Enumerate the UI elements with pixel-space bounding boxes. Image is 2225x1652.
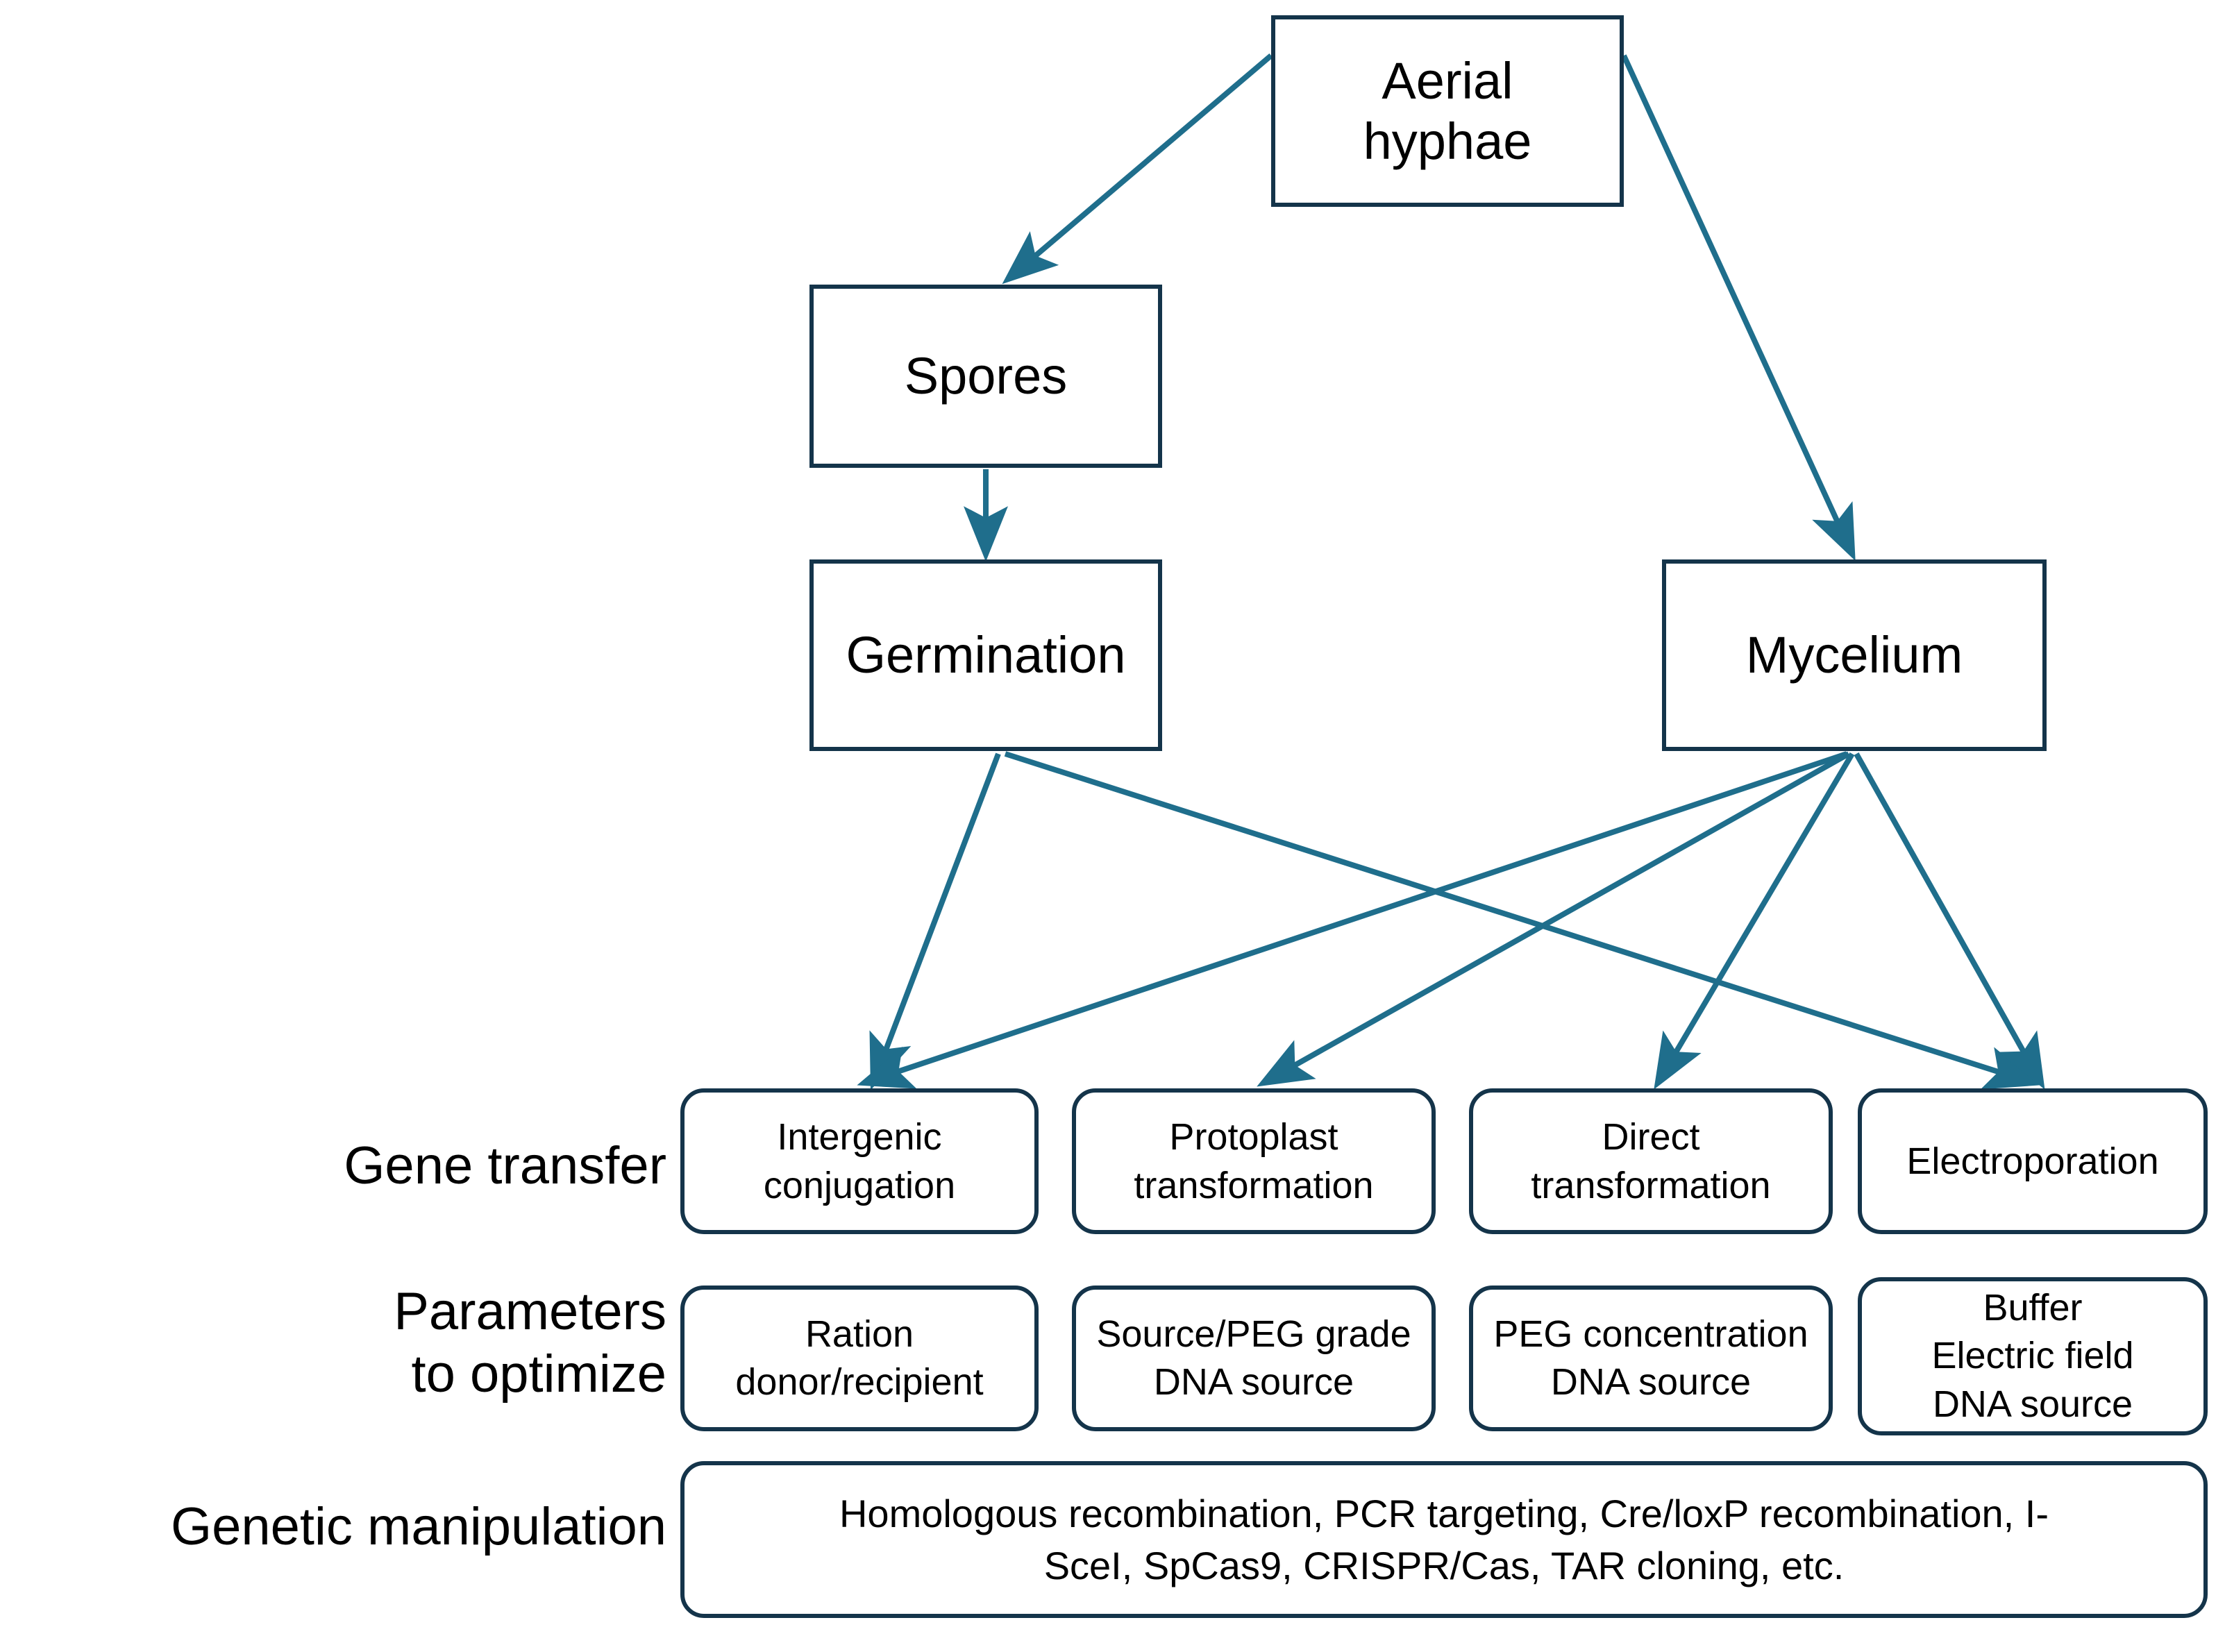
edge-mycelium-to-electroporation — [1854, 752, 2045, 1090]
edge-germination-to-conjugation — [869, 752, 1001, 1090]
edge-mycelium-to-protoplast — [1257, 751, 1850, 1087]
edge-mycelium-to-conjugation — [857, 751, 1848, 1089]
row-label-gene-transfer: Gene transfer — [344, 1136, 666, 1195]
node-intergenic-conjugation[interactable]: Intergenic conjugation — [680, 1088, 1039, 1234]
node-germination[interactable]: Germination — [809, 559, 1162, 751]
node-params-conjugation[interactable]: Ration donor/recipient — [680, 1286, 1039, 1431]
node-protoplast-transformation[interactable]: Protoplast transformation — [1072, 1088, 1436, 1234]
node-mycelium[interactable]: Mycelium — [1662, 559, 2047, 751]
edge-germination-to-electroporation — [1004, 751, 2040, 1090]
edge-aerial-to-spores — [1002, 53, 1273, 285]
edge-aerial-to-mycelium — [1621, 54, 1856, 562]
node-genetic-manipulation-methods[interactable]: Homologous recombination, PCR targeting,… — [680, 1461, 2208, 1618]
node-direct-transformation[interactable]: Direct transformation — [1469, 1088, 1833, 1234]
node-spores[interactable]: Spores — [809, 285, 1162, 468]
node-params-protoplast[interactable]: Source/PEG grade DNA source — [1072, 1286, 1436, 1431]
node-electroporation[interactable]: Electroporation — [1858, 1088, 2208, 1234]
node-params-direct[interactable]: PEG concentration DNA source — [1469, 1286, 1833, 1431]
edge-mycelium-to-direct — [1654, 752, 1855, 1090]
node-params-electroporation[interactable]: Buffer Electric field DNA source — [1858, 1277, 2208, 1435]
node-aerial-hyphae[interactable]: Aerial hyphae — [1271, 15, 1624, 207]
row-label-parameters-to-optimize: Parameters to optimize — [394, 1282, 666, 1404]
row-label-genetic-manipulation: Genetic manipulation — [171, 1497, 666, 1556]
